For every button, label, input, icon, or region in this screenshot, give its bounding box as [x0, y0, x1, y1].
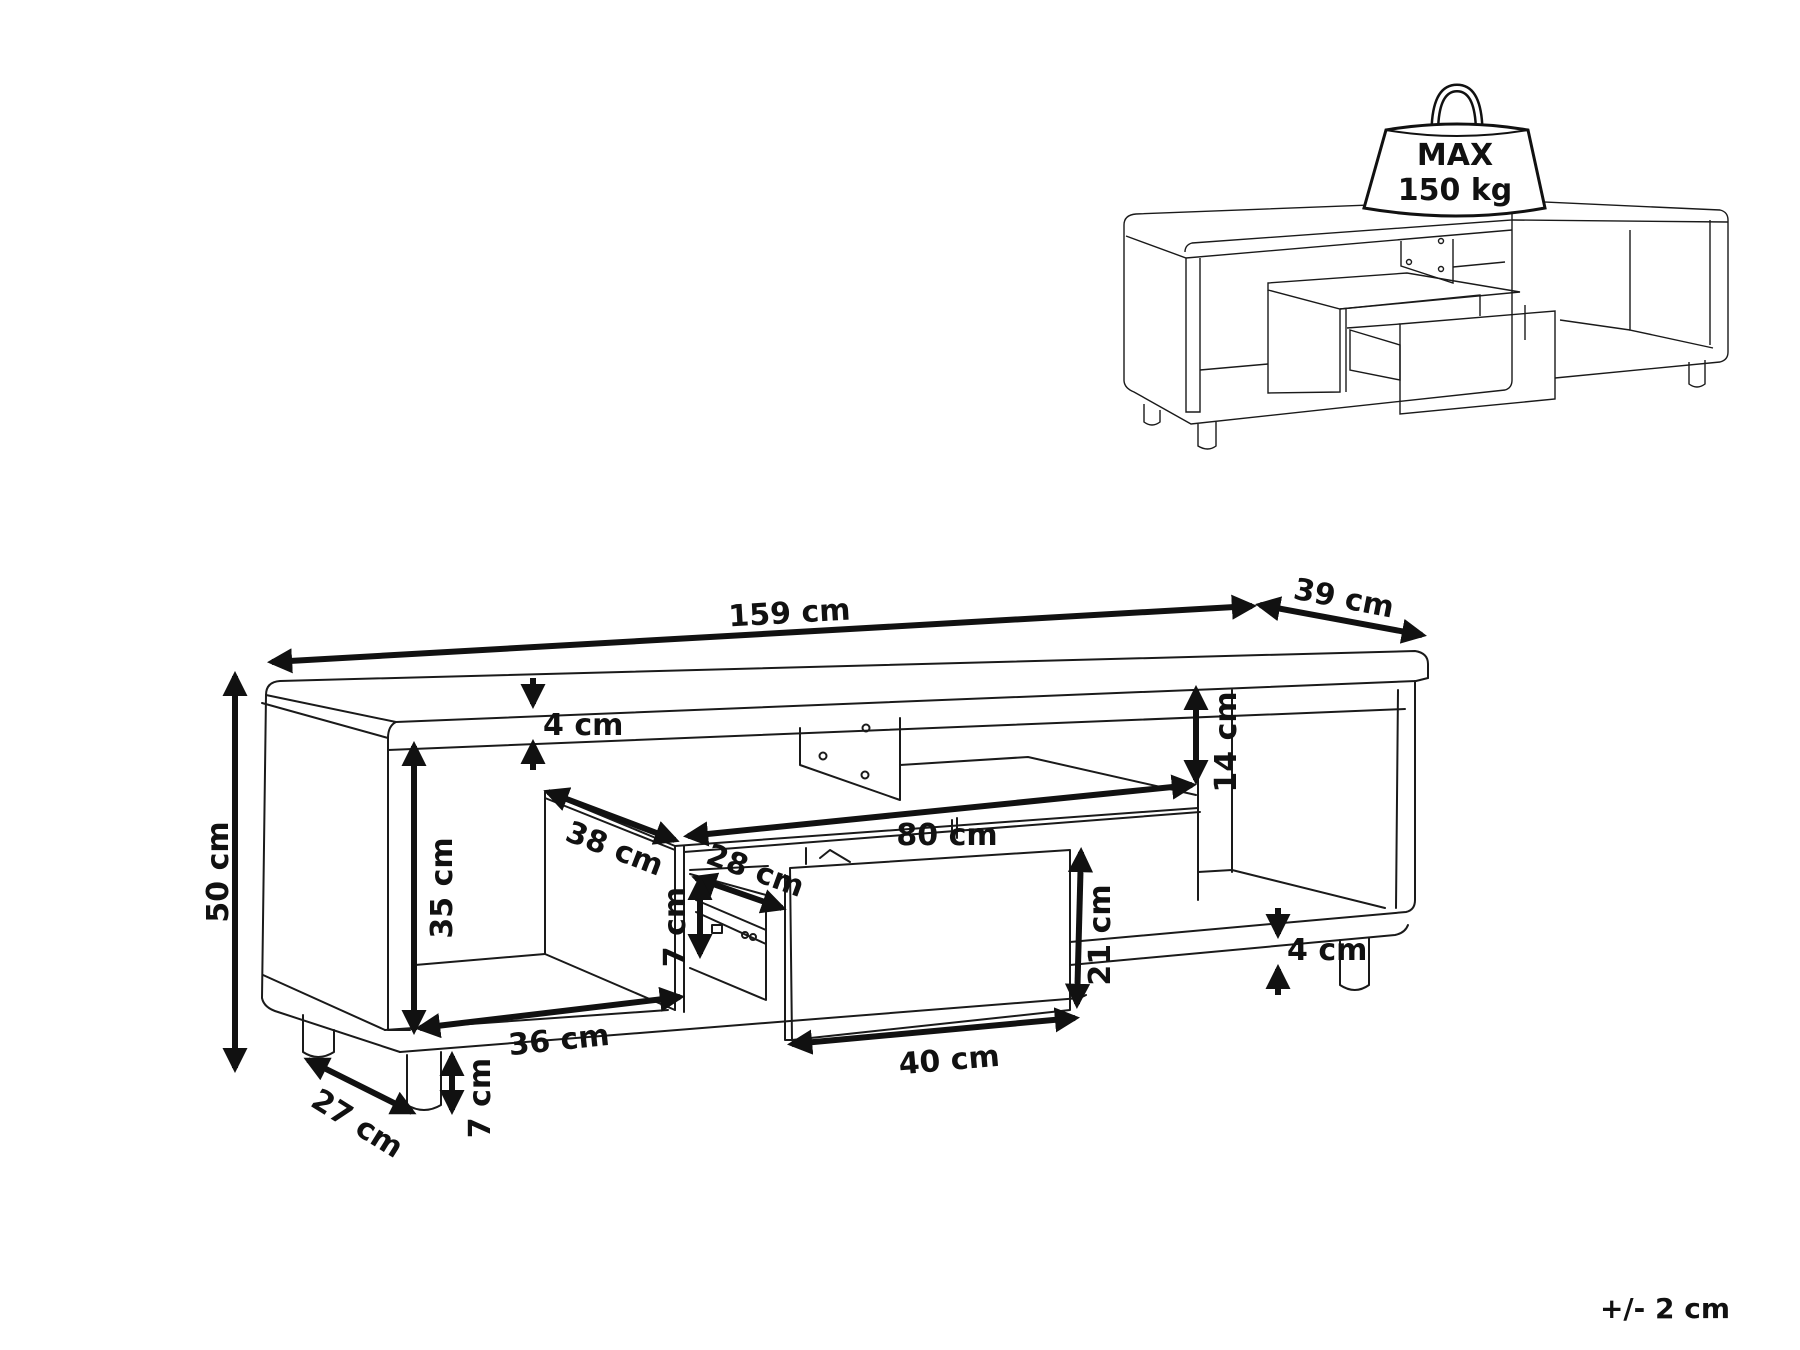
width-arrow: [266, 594, 1258, 674]
shelf-box-width-arrow: [682, 774, 1198, 847]
drawer-inner-height-label: 7 cm: [658, 887, 693, 967]
tolerance-note: +/- 2 cm: [1599, 1292, 1730, 1325]
leg-spacing-arrow: [303, 1057, 417, 1115]
height-label: 50 cm: [201, 821, 236, 922]
dimension-labels: 159 cm 39 cm 50 cm 4 cm 35 cm 14 cm 38 c…: [201, 572, 1397, 1166]
load-value-label: 150 kg: [1398, 173, 1513, 208]
thumbnail-tv-stand: [1123, 199, 1729, 450]
shelf-box-width-label: 80 cm: [896, 818, 997, 853]
left-compartment-depth-arrow: [414, 986, 686, 1039]
weight-icon: MAX 150 kg: [1362, 83, 1547, 218]
top-thickness-label: 4 cm: [543, 708, 623, 743]
dimension-arrows: [222, 594, 1427, 1116]
shelf-box-depth-arrow: [543, 787, 680, 845]
drawer-front-height-label: 21 cm: [1083, 884, 1118, 985]
upper-gap-label: 14 cm: [1209, 691, 1244, 792]
bottom-thickness-label: 4 cm: [1287, 933, 1367, 968]
depth-arrow: [1255, 596, 1427, 644]
drawer-front-width-label: 40 cm: [897, 1039, 1001, 1083]
depth-label: 39 cm: [1291, 572, 1397, 626]
load-max-label: MAX: [1417, 138, 1493, 173]
left-compartment-depth-label: 36 cm: [507, 1018, 611, 1063]
drawer-front-height-arrow: [1064, 846, 1094, 1010]
leg-spacing-label: 27 cm: [305, 1082, 409, 1165]
leg-height-label: 7 cm: [463, 1058, 498, 1138]
width-label: 159 cm: [727, 593, 851, 635]
inner-height-label: 35 cm: [425, 837, 460, 938]
drawer-front-width-arrow: [786, 1007, 1081, 1055]
